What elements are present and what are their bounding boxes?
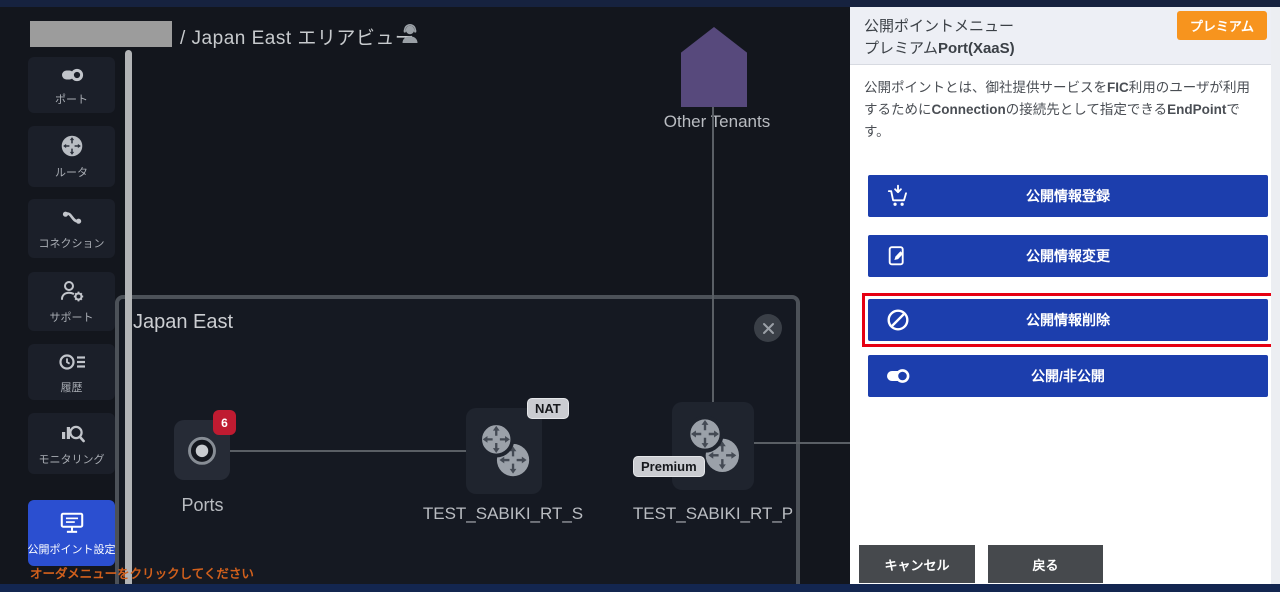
router-pair-icon bbox=[686, 415, 739, 472]
back-button[interactable]: 戻る bbox=[988, 545, 1103, 583]
sidebar-item-label: ルータ bbox=[55, 167, 88, 179]
order-menu-hint: オーダメニューをクリックしてください bbox=[30, 567, 254, 581]
history-icon bbox=[58, 353, 85, 370]
menu-subtitle-jp: プレミアム bbox=[864, 39, 938, 57]
sidebar-item-label: 履歴 bbox=[60, 381, 83, 394]
ports-node[interactable] bbox=[174, 420, 230, 480]
close-icon[interactable] bbox=[754, 314, 782, 342]
nat-badge: NAT bbox=[527, 398, 569, 419]
connection-icon bbox=[62, 211, 81, 224]
ports-count-badge: 6 bbox=[213, 410, 236, 435]
port-node-icon bbox=[188, 436, 216, 465]
link-router-p-to-right bbox=[740, 442, 850, 444]
menu-header: 公開ポイントメニュー プレミアムPort(XaaS) プレミアム bbox=[850, 7, 1280, 65]
menu-title: 公開ポイントメニュー bbox=[864, 18, 1015, 35]
endpoint-menu-panel: 公開ポイントメニュー プレミアムPort(XaaS) プレミアム 公開ポイントと… bbox=[850, 7, 1280, 584]
bottom-border-strip bbox=[0, 584, 1280, 592]
highlight-red-border: 公開情報削除 bbox=[862, 293, 1274, 347]
toggle-public-private-button[interactable]: 公開/非公開 bbox=[868, 355, 1268, 397]
toggle-icon bbox=[885, 365, 912, 387]
menu-panel-scrollbar[interactable] bbox=[1271, 7, 1280, 584]
area-panel-title: Japan East bbox=[133, 311, 234, 333]
monitoring-icon bbox=[61, 425, 85, 443]
sidebar-item-support[interactable]: サポート bbox=[28, 272, 115, 331]
sidebar-item-connection[interactable]: コネクション bbox=[28, 199, 115, 258]
sidebar-item-label: サポート bbox=[49, 312, 94, 324]
action-button-label: 公開情報登録 bbox=[1026, 188, 1110, 204]
menu-description: 公開ポイントとは、御社提供サービスをFIC利用のユーザが利用するためにConne… bbox=[864, 80, 1250, 139]
edit-icon bbox=[885, 244, 910, 269]
premium-plan-badge: プレミアム bbox=[1176, 11, 1267, 40]
register-public-info-button[interactable]: 公開情報登録 bbox=[868, 175, 1268, 217]
ports-node-label: Ports bbox=[181, 495, 224, 515]
canvas-vertical-scrollbar[interactable] bbox=[125, 50, 132, 592]
support-icon bbox=[60, 281, 83, 302]
sidebar-item-monitoring[interactable]: モニタリング bbox=[28, 413, 115, 474]
change-public-info-button[interactable]: 公開情報変更 bbox=[868, 235, 1268, 277]
other-tenants-label: Other Tenants bbox=[663, 112, 771, 131]
sidebar-item-port[interactable]: ポート bbox=[28, 57, 115, 113]
sidebar-item-router[interactable]: ルータ bbox=[28, 126, 115, 187]
prohibit-icon bbox=[885, 307, 911, 333]
delete-public-info-button[interactable]: 公開情報削除 bbox=[868, 299, 1268, 341]
action-button-label: 公開情報変更 bbox=[1026, 248, 1110, 264]
sidebar-item-label: コネクション bbox=[38, 238, 105, 250]
sidebar-item-label: モニタリング bbox=[38, 454, 105, 466]
sidebar-item-label: 公開ポイント設定 bbox=[27, 543, 116, 556]
breadcrumb: / Japan East エリアビュー bbox=[180, 28, 415, 49]
redacted-tenant-name bbox=[30, 21, 172, 47]
router-icon bbox=[61, 135, 82, 157]
top-border-strip bbox=[0, 0, 1280, 7]
action-button-label: 公開/非公開 bbox=[1031, 368, 1105, 384]
link-other-tenants-to-router bbox=[712, 107, 714, 427]
cancel-button[interactable]: キャンセル bbox=[859, 545, 975, 583]
router-s-node-label: TEST_SABIKI_RT_S bbox=[422, 504, 584, 523]
premium-badge: Premium bbox=[633, 456, 705, 477]
other-tenants-house-icon[interactable] bbox=[681, 27, 747, 107]
sidebar-item-endpoint-settings[interactable]: 公開ポイント設定 bbox=[27, 500, 116, 566]
menu-subtitle-en: Port(XaaS) bbox=[937, 39, 1015, 57]
action-button-label: 公開情報削除 bbox=[1026, 312, 1110, 328]
headset-person-icon bbox=[402, 24, 418, 43]
link-ports-to-router-s bbox=[229, 450, 466, 452]
router-pair-icon bbox=[478, 421, 530, 477]
menu-subtitle: プレミアムPort(XaaS) bbox=[864, 38, 1266, 60]
sidebar-item-label: ポート bbox=[55, 93, 88, 106]
port-icon bbox=[61, 68, 83, 81]
endpoint-icon bbox=[60, 512, 83, 533]
cart-icon bbox=[885, 183, 911, 209]
router-p-node-label: TEST_SABIKI_RT_P bbox=[632, 504, 794, 523]
router-s-node[interactable] bbox=[466, 408, 542, 494]
sidebar-item-history[interactable]: 履歴 bbox=[28, 344, 115, 400]
